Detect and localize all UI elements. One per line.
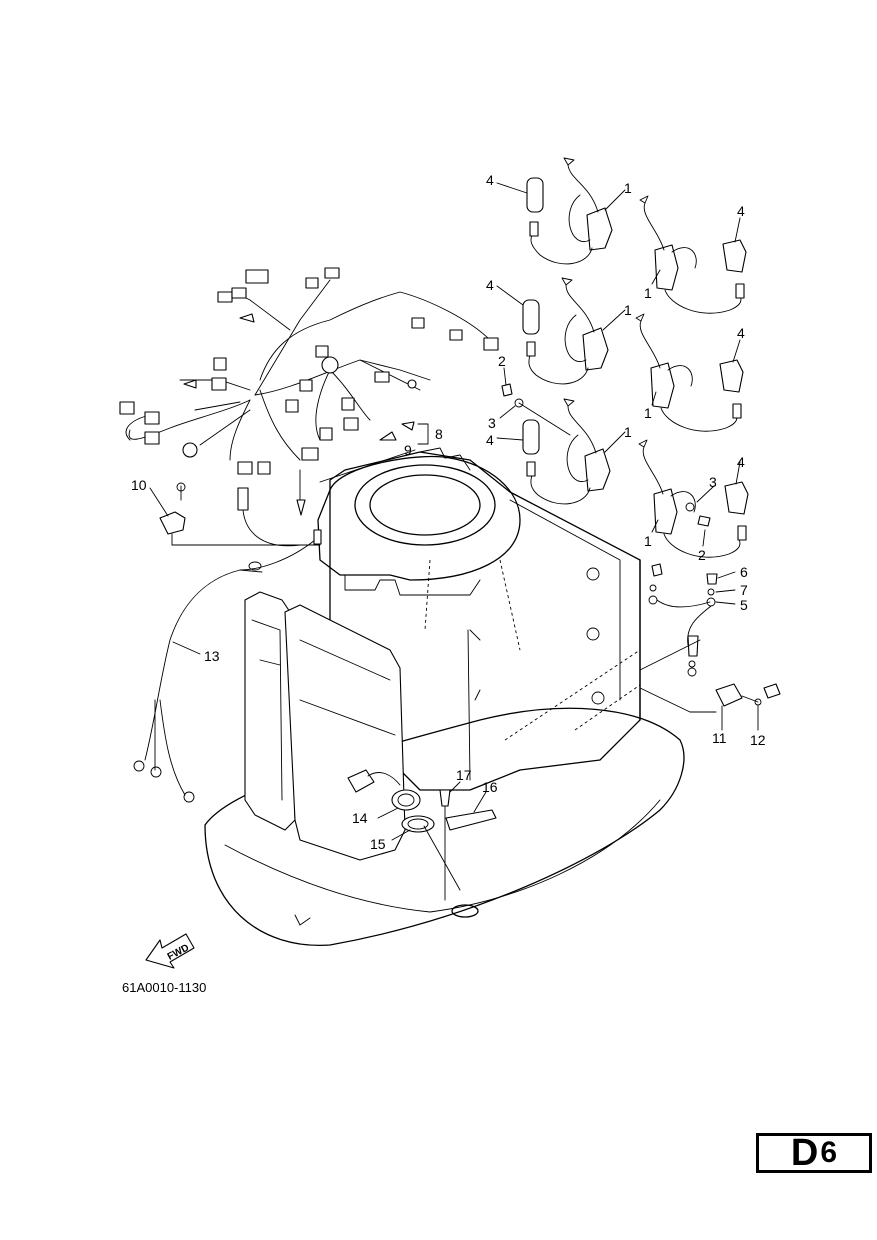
callout-12: 12 [750,732,766,748]
ignition-coil-set [501,157,749,558]
callout-1: 1 [624,302,632,318]
callout-4: 4 [486,172,494,188]
page-label-number: 6 [820,1136,838,1169]
fwd-arrow-icon: FWD [145,933,195,969]
callout-1: 1 [644,533,652,549]
grommet-parts [347,769,497,901]
wiring-harness [119,267,499,803]
callout-1: 1 [644,405,652,421]
callout-16: 16 [482,779,498,795]
leader-lines [149,182,759,841]
bracket-11-12 [639,683,781,713]
callout-3: 3 [488,415,496,431]
page-label-letter: D [790,1132,819,1174]
callout-6: 6 [740,564,748,580]
callout-labels: 1 1 1 1 1 1 2 2 3 3 4 4 4 4 4 4 5 6 7 8 … [131,172,766,852]
callout-14: 14 [352,810,368,826]
diagram-part-code: 61A0010-1130 [122,980,206,995]
flywheel-cover [317,455,521,651]
callout-17: 17 [456,767,472,783]
callout-15: 15 [370,836,386,852]
callout-4: 4 [737,454,745,470]
callout-11: 11 [712,730,727,746]
callout-1: 1 [624,180,632,196]
callout-9: 9 [404,442,412,458]
callout-4: 4 [737,203,745,219]
callout-13: 13 [204,648,220,664]
callout-2: 2 [498,353,506,369]
callout-5: 5 [740,597,748,613]
clamp-10 [159,482,321,546]
ground-leads [639,563,718,677]
callout-10: 10 [131,477,147,493]
callout-8: 8 [435,426,443,442]
callout-3: 3 [709,474,717,490]
callout-7: 7 [740,582,748,598]
callout-4: 4 [486,432,494,448]
electrical-box [244,591,406,861]
callout-1: 1 [624,424,632,440]
callout-1: 1 [644,285,652,301]
callout-4: 4 [737,325,745,341]
callout-2: 2 [698,547,706,563]
callout-4: 4 [486,277,494,293]
